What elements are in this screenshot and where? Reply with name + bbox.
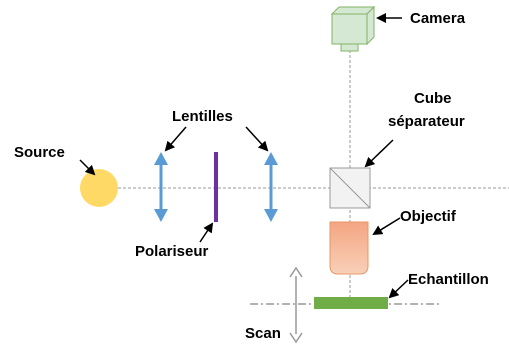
label-scan: Scan	[245, 325, 281, 342]
arrow-to-source	[79, 159, 96, 176]
label-objectif: Objectif	[400, 208, 457, 225]
objective-lens	[329, 221, 369, 275]
scan-arrow	[289, 266, 303, 344]
arrow-to-lens-right	[245, 126, 269, 152]
label-echantillon: Echantillon	[408, 271, 489, 288]
beam-splitter-cube	[329, 167, 371, 209]
lens-right	[264, 152, 278, 222]
polarizer	[214, 152, 218, 222]
label-cube: Cube	[414, 90, 452, 107]
label-polariseur: Polariseur	[135, 243, 209, 260]
label-camera: Camera	[410, 10, 466, 27]
label-lentilles: Lentilles	[172, 108, 233, 125]
sample	[314, 297, 388, 309]
arrow-to-objective	[372, 217, 401, 236]
lens-left	[154, 152, 168, 222]
arrow-to-lens-left	[164, 126, 187, 152]
arrow-to-polarizer	[199, 222, 214, 243]
camera	[330, 5, 376, 52]
label-cube-line2: séparateur	[388, 113, 465, 130]
light-source	[80, 169, 118, 207]
label-source: Source	[14, 144, 65, 161]
arrow-to-cube	[364, 139, 394, 168]
arrow-to-sample	[388, 279, 409, 299]
